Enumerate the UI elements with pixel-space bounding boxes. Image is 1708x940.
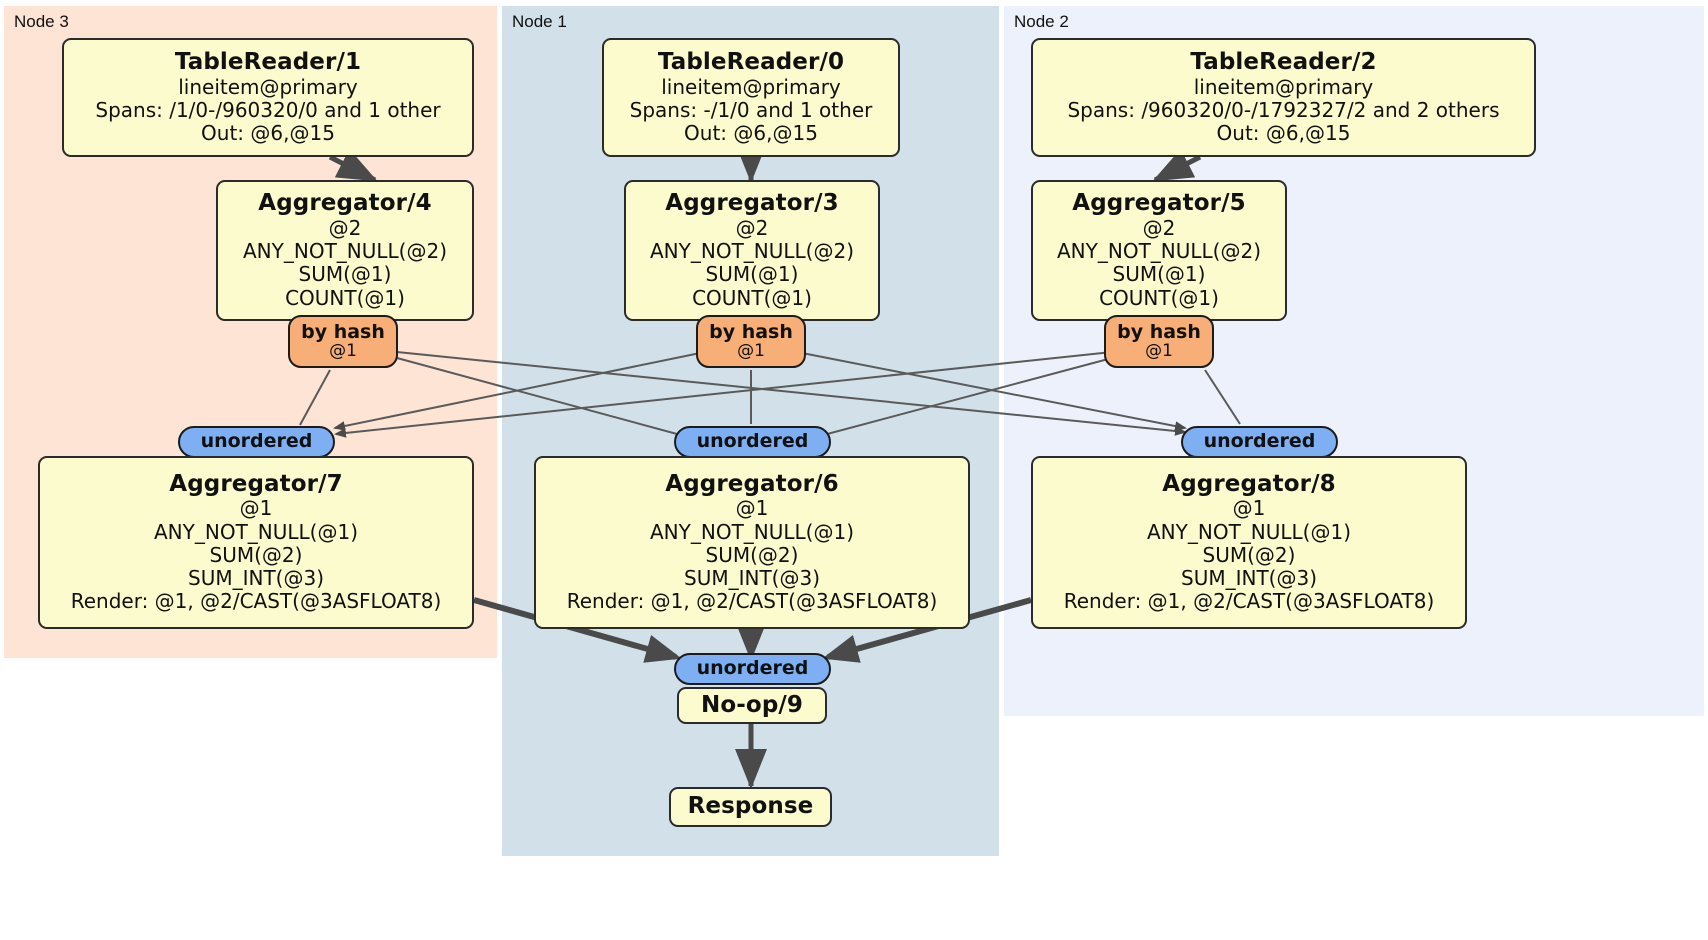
router-subtitle: @1 <box>329 340 357 361</box>
router-subtitle: @1 <box>737 340 765 361</box>
node-line: @2 <box>735 216 769 240</box>
node-aggregator-8[interactable]: Aggregator/8 @1 ANY_NOT_NULL(@1) SUM(@2)… <box>1031 456 1467 629</box>
node-tablereader-2[interactable]: TableReader/2 lineitem@primary Spans: /9… <box>1031 38 1536 157</box>
node-line: Spans: /960320/0-/1792327/2 and 2 others <box>1067 97 1500 122</box>
panel-node1-label: Node 1 <box>512 12 567 31</box>
node-aggregator-6[interactable]: Aggregator/6 @1 ANY_NOT_NULL(@1) SUM(@2)… <box>534 456 970 629</box>
node-aggregator-5[interactable]: Aggregator/5 @2 ANY_NOT_NULL(@2) SUM(@1)… <box>1031 180 1287 321</box>
stream-unordered-right[interactable]: unordered <box>1181 426 1338 458</box>
node-title: Aggregator/4 <box>258 190 432 217</box>
node-line: Out: @6,@15 <box>1216 120 1351 145</box>
node-no-op-9[interactable]: No-op/9 <box>677 687 827 724</box>
stream-unordered-left[interactable]: unordered <box>178 426 335 458</box>
node-line: COUNT(@1) <box>692 285 812 310</box>
node-line: Out: @6,@15 <box>201 120 335 145</box>
node-line: COUNT(@1) <box>1099 285 1219 310</box>
stream-unordered-final[interactable]: unordered <box>674 653 831 685</box>
node-line: ANY_NOT_NULL(@2) <box>1057 239 1261 264</box>
node-line: COUNT(@1) <box>285 285 405 310</box>
node-line: @1 <box>735 496 769 521</box>
stream-unordered-center[interactable]: unordered <box>674 426 831 458</box>
node-line: SUM(@1) <box>705 262 799 287</box>
panel-node3-label: Node 3 <box>14 12 69 31</box>
node-line: Out: @6,@15 <box>684 120 818 145</box>
node-line: SUM(@2) <box>705 542 799 567</box>
node-title: Aggregator/8 <box>1162 470 1336 497</box>
node-line: ANY_NOT_NULL(@2) <box>243 239 447 264</box>
node-line: lineitem@primary <box>178 74 358 99</box>
router-title: by hash <box>301 320 385 343</box>
node-title: TableReader/0 <box>657 48 845 75</box>
node-aggregator-7[interactable]: Aggregator/7 @1 ANY_NOT_NULL(@1) SUM(@2)… <box>38 456 474 629</box>
node-line: Spans: /1/0-/960320/0 and 1 other <box>95 97 441 122</box>
node-response[interactable]: Response <box>669 787 832 827</box>
node-line: @1 <box>239 496 273 521</box>
node-title: Response <box>687 793 814 820</box>
node-line: @2 <box>328 216 362 240</box>
stream-title: unordered <box>696 430 809 453</box>
node-line: Render: @1, @2/CAST(@3ASFLOAT8) <box>1063 589 1435 614</box>
node-line: ANY_NOT_NULL(@1) <box>154 519 358 544</box>
router-by-hash-left[interactable]: by hash @1 <box>288 315 398 368</box>
node-line: Spans: -/1/0 and 1 other <box>629 97 873 122</box>
node-line: SUM(@1) <box>298 262 392 287</box>
node-line: SUM_INT(@3) <box>1181 565 1317 590</box>
node-line: lineitem@primary <box>1193 74 1374 99</box>
node-tablereader-0[interactable]: TableReader/0 lineitem@primary Spans: -/… <box>602 38 900 157</box>
node-line: ANY_NOT_NULL(@1) <box>650 519 854 544</box>
node-title: Aggregator/3 <box>665 190 839 217</box>
node-line: SUM_INT(@3) <box>188 565 324 590</box>
node-title: TableReader/2 <box>1190 48 1377 75</box>
node-line: SUM(@2) <box>1202 542 1296 567</box>
node-title: Aggregator/7 <box>169 470 343 497</box>
router-subtitle: @1 <box>1145 340 1173 361</box>
node-title: Aggregator/6 <box>665 470 839 497</box>
node-aggregator-4[interactable]: Aggregator/4 @2 ANY_NOT_NULL(@2) SUM(@1)… <box>216 180 474 321</box>
node-aggregator-3[interactable]: Aggregator/3 @2 ANY_NOT_NULL(@2) SUM(@1)… <box>624 180 880 321</box>
stream-title: unordered <box>200 430 313 453</box>
router-by-hash-right[interactable]: by hash @1 <box>1104 315 1214 368</box>
node-title: Aggregator/5 <box>1072 190 1246 217</box>
node-line: SUM(@2) <box>209 542 303 567</box>
node-line: @2 <box>1142 216 1176 240</box>
node-line: lineitem@primary <box>661 74 841 99</box>
node-title: TableReader/1 <box>174 48 362 75</box>
stream-title: unordered <box>696 657 809 680</box>
node-line: SUM(@1) <box>1112 262 1206 287</box>
router-by-hash-center[interactable]: by hash @1 <box>696 315 806 368</box>
router-title: by hash <box>1117 320 1201 343</box>
node-line: SUM_INT(@3) <box>684 565 820 590</box>
stream-title: unordered <box>1203 430 1316 453</box>
node-title: No-op/9 <box>701 691 803 718</box>
node-line: @1 <box>1232 496 1266 521</box>
node-line: ANY_NOT_NULL(@1) <box>1147 519 1351 544</box>
panel-node2-label: Node 2 <box>1014 12 1069 31</box>
router-title: by hash <box>709 320 793 343</box>
node-line: Render: @1, @2/CAST(@3ASFLOAT8) <box>70 589 442 614</box>
node-line: Render: @1, @2/CAST(@3ASFLOAT8) <box>566 589 938 614</box>
node-tablereader-1[interactable]: TableReader/1 lineitem@primary Spans: /1… <box>62 38 474 157</box>
node-line: ANY_NOT_NULL(@2) <box>650 239 854 264</box>
